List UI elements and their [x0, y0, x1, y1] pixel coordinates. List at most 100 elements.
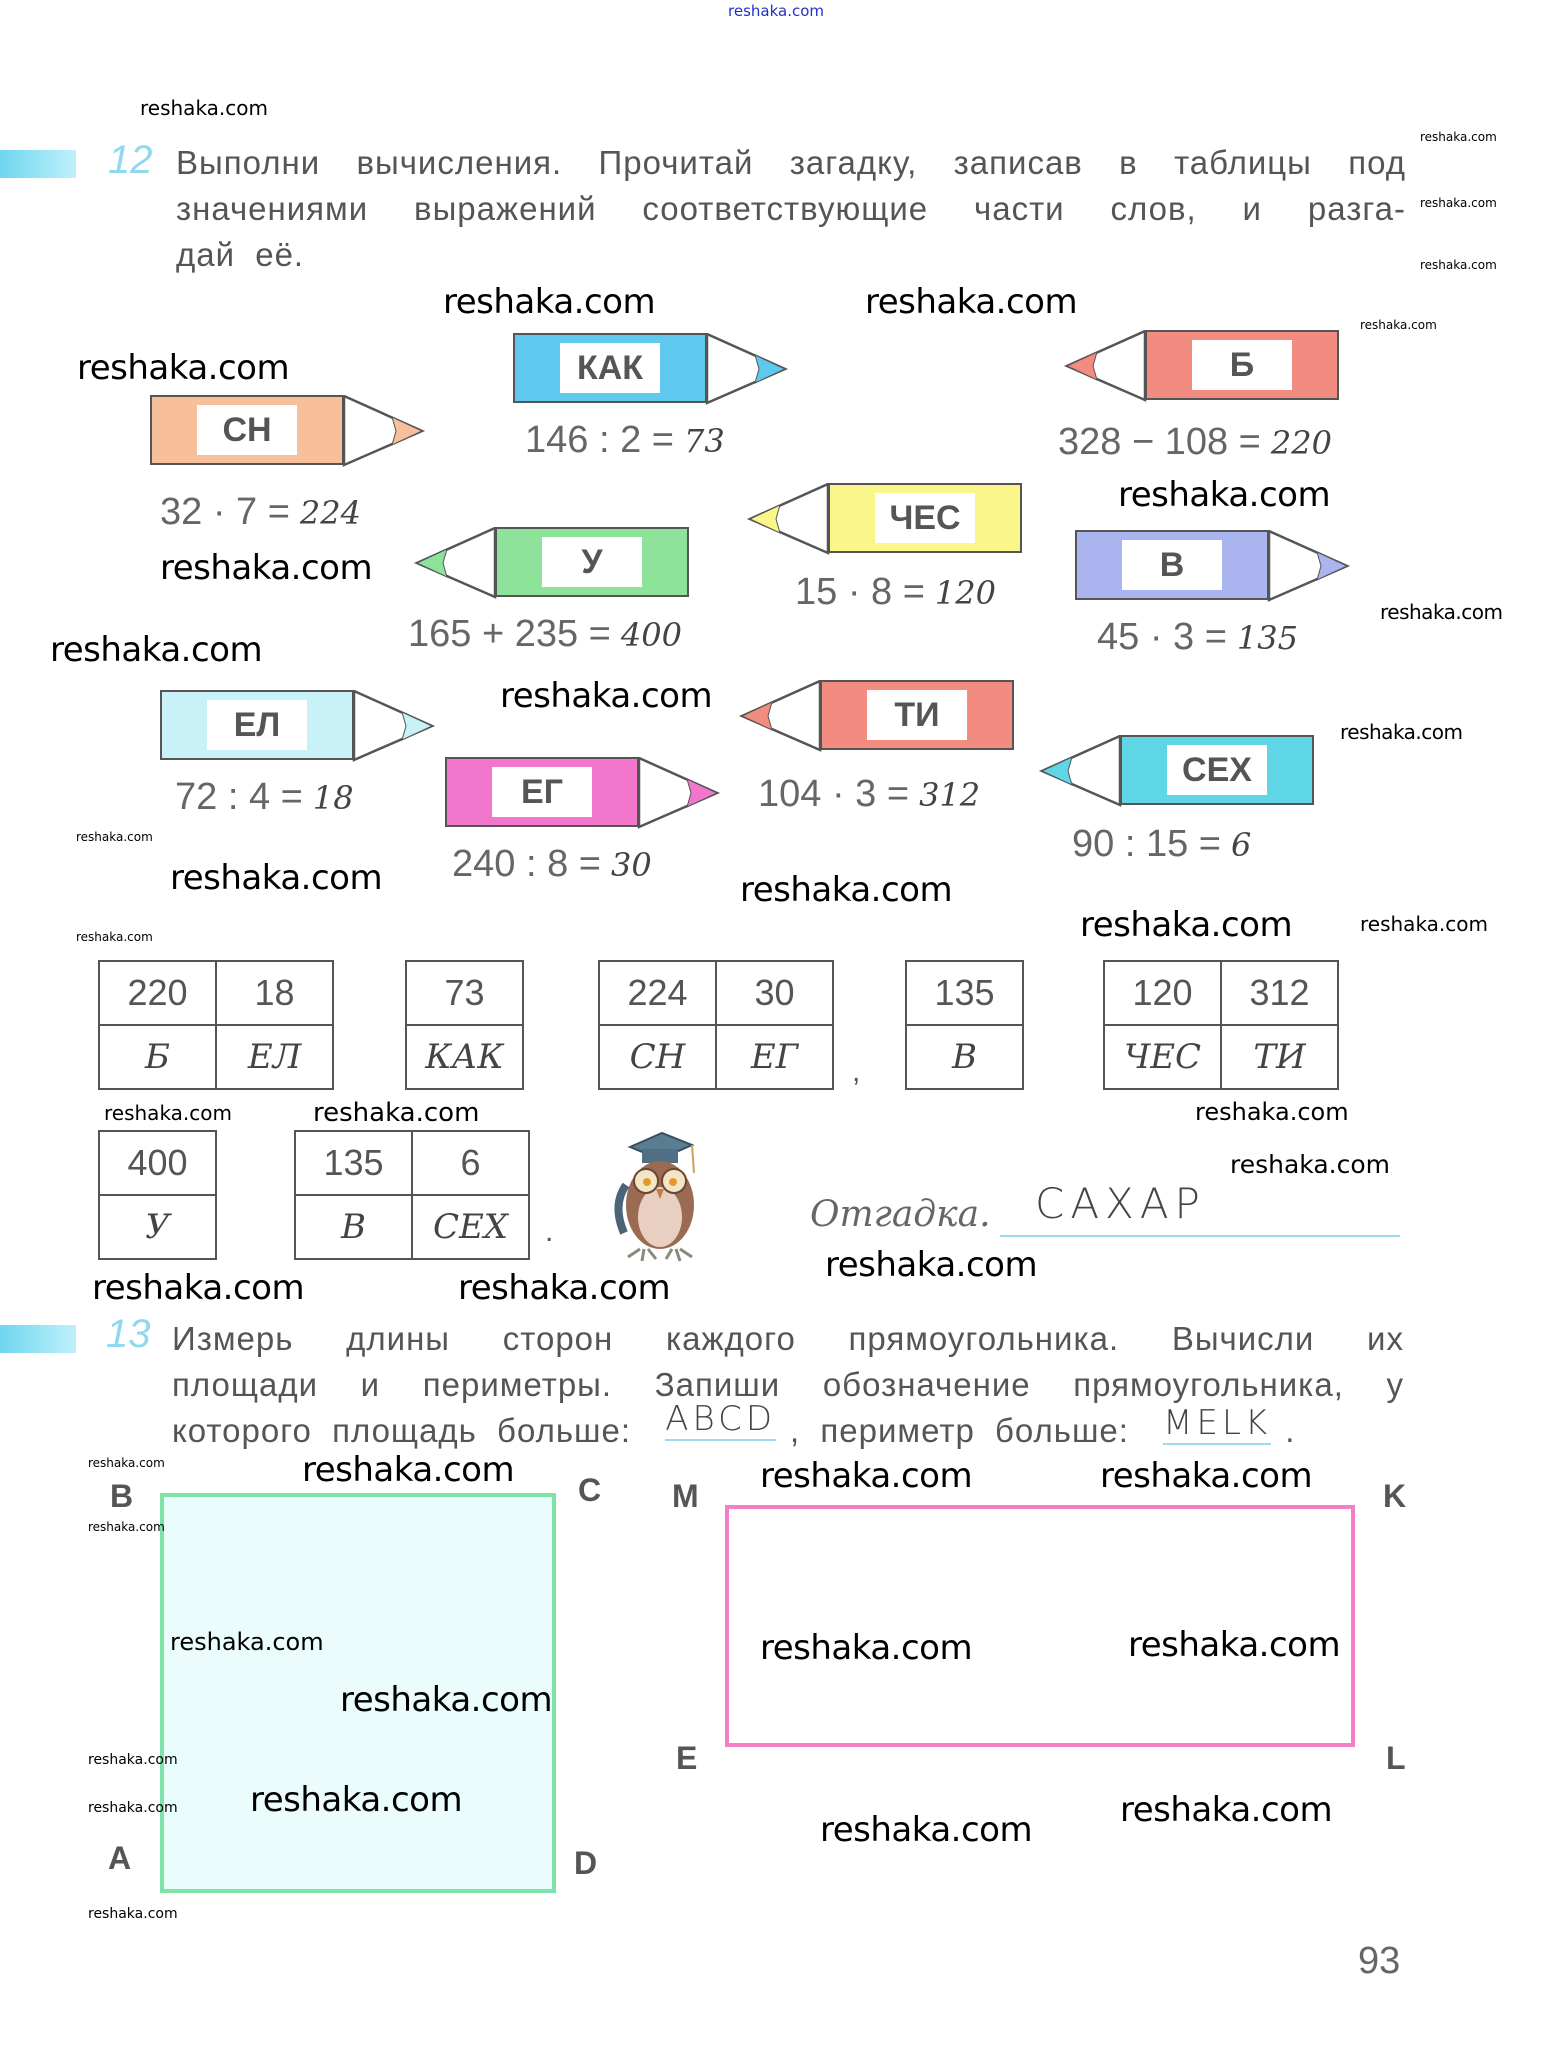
watermark: reshaka.com: [443, 282, 656, 322]
pencil: ЕГ: [445, 757, 721, 829]
watermark: reshaka.com: [1360, 912, 1488, 936]
table-value: 30: [715, 960, 834, 1026]
expression-answer[interactable]: 6: [1230, 826, 1252, 864]
pencil-label: ЧЕС: [875, 493, 975, 543]
rectangle-abcd: [160, 1493, 556, 1893]
table-part[interactable]: В: [294, 1194, 413, 1260]
watermark: reshaka.com: [313, 1098, 480, 1128]
pencil-tip-icon: [637, 757, 721, 829]
watermark: reshaka.com: [500, 676, 713, 716]
table-value: 6: [411, 1130, 530, 1196]
task-13-line: .: [1285, 1412, 1296, 1449]
watermark: reshaka.com: [1340, 720, 1463, 744]
pencil: КАК: [513, 333, 789, 405]
watermark: reshaka.com: [92, 1268, 305, 1308]
task-13-line: Измерь длины сторон каждого прямоугольни…: [172, 1320, 1404, 1357]
task-13-line: , периметр больше:: [790, 1412, 1129, 1449]
pencil-body: ЕЛ: [160, 690, 354, 760]
vertex-d: D: [574, 1845, 598, 1881]
pencil: СН: [150, 395, 426, 467]
pencil-label: КАК: [560, 343, 660, 393]
pencil-tip-icon: [705, 333, 789, 405]
separator-comma: ,: [852, 1055, 861, 1088]
expression-answer[interactable]: 120: [934, 574, 996, 612]
task-12-marker: [0, 150, 76, 178]
watermark-top: reshaka.com: [728, 2, 824, 20]
pencil-tip-icon: [1267, 530, 1351, 602]
vertex-a: A: [108, 1840, 132, 1876]
watermark: reshaka.com: [865, 282, 1078, 322]
table-part[interactable]: СЕХ: [411, 1194, 530, 1260]
pencil-label: СН: [197, 405, 297, 455]
task-13-marker: [0, 1325, 76, 1353]
watermark: reshaka.com: [1420, 196, 1497, 210]
expression-text: 72 : 4 =: [175, 776, 303, 818]
watermark: reshaka.com: [160, 548, 373, 588]
expression-text: 104 · 3 =: [758, 773, 910, 815]
area-answer[interactable]: ABCD: [665, 1399, 777, 1441]
pencil-expression: 165 + 235 =400: [408, 612, 682, 657]
table-value: 135: [294, 1130, 413, 1196]
pencil-tip-icon: [1038, 735, 1122, 807]
perimeter-answer[interactable]: MELK: [1163, 1403, 1272, 1445]
expression-answer[interactable]: 18: [312, 779, 354, 817]
expression-answer[interactable]: 224: [299, 494, 361, 532]
watermark: reshaka.com: [1380, 600, 1503, 624]
pencil-tip-icon: [1063, 330, 1147, 402]
table-part[interactable]: СН: [598, 1024, 717, 1090]
table-part[interactable]: ТИ: [1220, 1024, 1339, 1090]
pencil-body: ТИ: [820, 680, 1014, 750]
pencil-body: У: [495, 527, 689, 597]
watermark: reshaka.com: [88, 1906, 178, 1922]
task-13-instruction: Измерь длины сторон каждого прямоугольни…: [172, 1316, 1404, 1408]
pencil-label: ТИ: [867, 690, 967, 740]
expression-text: 32 · 7 =: [160, 491, 290, 533]
watermark: reshaka.com: [170, 1628, 324, 1656]
pencil: СЕХ: [1038, 735, 1314, 807]
table-part[interactable]: ЧЕС: [1103, 1024, 1222, 1090]
table-part[interactable]: Б: [98, 1024, 217, 1090]
vertex-c: C: [578, 1472, 602, 1508]
expression-text: 90 : 15 =: [1072, 823, 1221, 865]
table-value: 18: [215, 960, 334, 1026]
expression-answer[interactable]: 30: [610, 846, 652, 884]
watermark: reshaka.com: [1100, 1456, 1313, 1496]
expression-answer[interactable]: 135: [1236, 619, 1298, 657]
pencil-body: Б: [1145, 330, 1339, 400]
table-value: 224: [598, 960, 717, 1026]
pencil-label: У: [542, 537, 642, 587]
pencil-label: ЕЛ: [207, 700, 307, 750]
task-12-line: дай её.: [176, 236, 305, 273]
pencil-expression: 104 · 3 =312: [758, 772, 980, 817]
watermark: reshaka.com: [340, 1680, 553, 1720]
expression-answer[interactable]: 73: [683, 422, 725, 460]
pencil-expression: 45 · 3 =135: [1097, 615, 1298, 660]
table-part[interactable]: В: [905, 1024, 1024, 1090]
table-part[interactable]: ЕГ: [715, 1024, 834, 1090]
watermark: reshaka.com: [88, 1456, 165, 1470]
pencil: ЧЕС: [746, 483, 1022, 555]
table-part[interactable]: У: [98, 1194, 217, 1260]
table-part[interactable]: ЕЛ: [215, 1024, 334, 1090]
task-13-number: 13: [106, 1312, 151, 1356]
expression-text: 15 · 8 =: [795, 571, 925, 613]
pencil-expression: 32 · 7 =224: [160, 490, 361, 535]
pencil-body: В: [1075, 530, 1269, 600]
watermark: reshaka.com: [740, 870, 953, 910]
table-part[interactable]: КАК: [405, 1024, 524, 1090]
expression-text: 328 − 108 =: [1058, 421, 1261, 463]
pencil-expression: 90 : 15 =6: [1072, 822, 1251, 867]
expression-answer[interactable]: 220: [1270, 424, 1332, 462]
rectangle-mekl: [725, 1505, 1355, 1747]
watermark: reshaka.com: [77, 348, 290, 388]
watermark: reshaka.com: [1420, 130, 1497, 144]
task-12-instruction: Выполни вычисления. Прочитай загадку, за…: [176, 140, 1406, 278]
pencil-tip-icon: [352, 690, 436, 762]
riddle-answer-value[interactable]: САХАР: [1035, 1179, 1206, 1228]
expression-answer[interactable]: 400: [620, 616, 682, 654]
expression-answer[interactable]: 312: [919, 776, 981, 814]
pencil-tip-icon: [342, 395, 426, 467]
